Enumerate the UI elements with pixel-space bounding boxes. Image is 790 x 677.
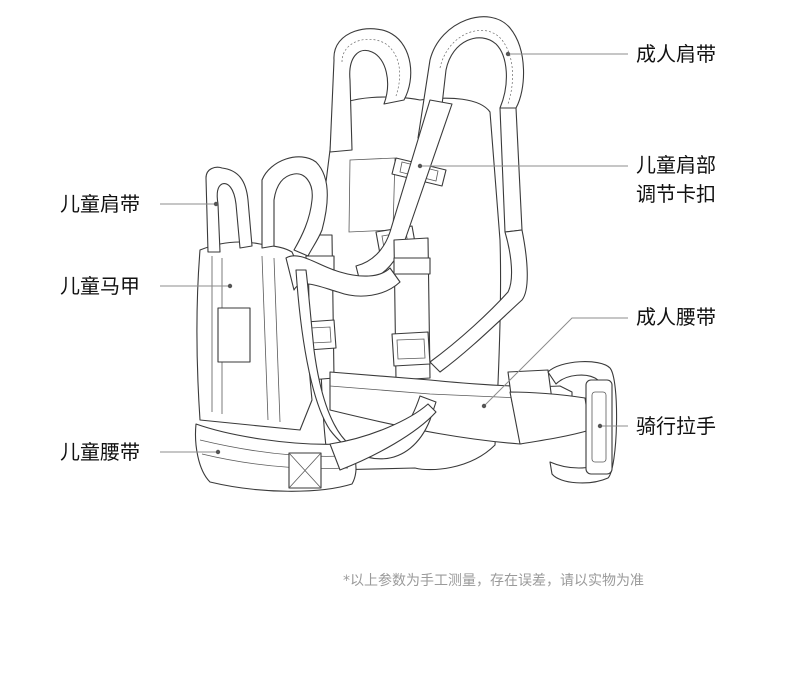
label-riding-handle: 骑行拉手 — [636, 414, 716, 438]
label-child-vest: 儿童马甲 — [60, 274, 140, 298]
label-child-waist-belt: 儿童腰带 — [60, 440, 140, 464]
child-vest — [196, 241, 313, 431]
adult-shoulder-strap-left — [329, 28, 412, 153]
cross-strap — [285, 255, 401, 297]
label-child-shoulder-buckle: 儿童肩部 调节卡扣 — [636, 151, 716, 209]
label-child-shoulder-buckle-line2: 调节卡扣 — [636, 182, 716, 206]
child-waist-belt — [194, 403, 437, 492]
child-shoulder-straps — [205, 156, 328, 257]
adult-strap-down — [429, 229, 528, 373]
footnote: *以上参数为手工测量，存在误差，请以实物为准 — [343, 573, 644, 589]
label-child-shoulder-strap: 儿童肩带 — [60, 192, 140, 216]
lower-cross-strap — [295, 269, 437, 460]
label-adult-shoulder-strap: 成人肩带 — [636, 42, 716, 66]
label-child-shoulder-buckle-line1: 儿童肩部 — [636, 153, 716, 177]
label-adult-waist-belt: 成人腰带 — [636, 305, 716, 329]
leader-lines — [160, 51, 628, 455]
leader-adult-waist-belt — [483, 317, 628, 407]
riding-handle — [547, 361, 618, 484]
adult-waist-belt — [329, 369, 591, 445]
